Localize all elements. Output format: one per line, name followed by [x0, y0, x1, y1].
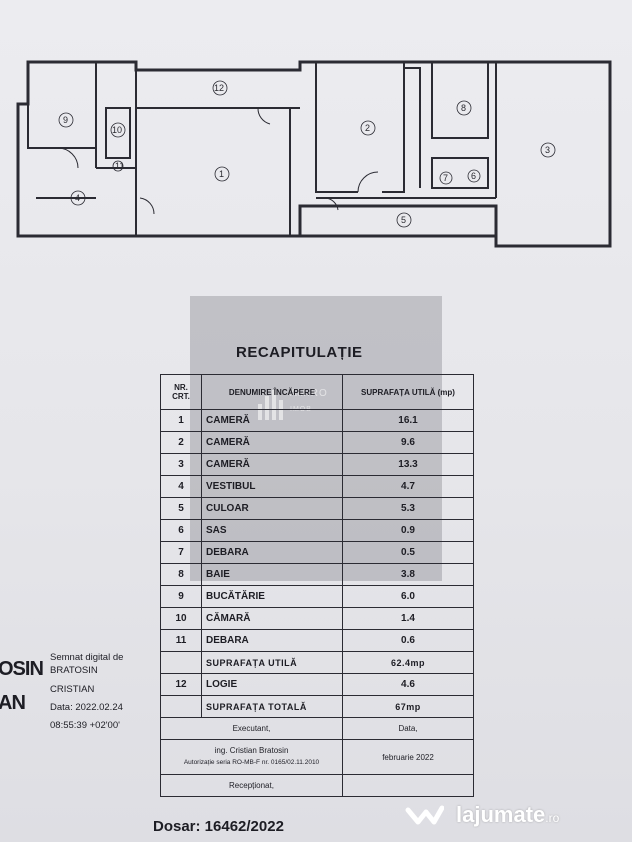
floor-plan-drawing: 9 10 11 4 12 1 2 8 7 6 3 5 [16, 60, 612, 248]
table-row: 4 VESTIBUL 4.7 [160, 475, 474, 498]
lajumate-logo-icon [405, 805, 444, 825]
table-row: 5 CULOAR 5.3 [160, 497, 474, 520]
room-marker-1: 1 [219, 169, 224, 179]
total-row: SUPRAFAȚA TOTALĂ 67mp [160, 695, 474, 718]
room-marker-3: 3 [545, 145, 550, 155]
room-marker-11: 11 [115, 161, 124, 171]
header-name: DENUMIRE ÎNCĂPERE [201, 374, 343, 410]
authorization: Autorizație seria RO-MB-F nr. 0165/02.11… [183, 759, 320, 766]
table-row: 2 CAMERĂ 9.6 [160, 431, 474, 454]
signature-line-5: 08:55:39 +02'00' [50, 720, 120, 731]
total-value: 67mp [342, 695, 474, 718]
brand-name: lajumate [456, 802, 546, 827]
room-marker-12: 12 [214, 83, 224, 93]
table-row: 9 BUCĂTĂRIE 6.0 [160, 585, 474, 608]
brand-tld: .ro [545, 811, 560, 825]
room-marker-6: 6 [471, 171, 476, 181]
total-label: SUPRAFAȚA TOTALĂ [201, 695, 343, 718]
brand-text: lajumate.ro [456, 802, 559, 828]
signature-line-3: CRISTIAN [50, 684, 95, 695]
useful-total-row: SUPRAFAȚA UTILĂ 62.4mp [160, 651, 474, 674]
room-marker-9: 9 [63, 115, 68, 125]
dosar-number: Dosar: 16462/2022 [153, 818, 284, 835]
table-header-row: NR. CRT. DENUMIRE ÎNCĂPERE SUPRAFAȚA UTI… [160, 374, 474, 410]
header-area: SUPRAFAȚA UTILĂ (mp) [342, 374, 474, 410]
room-marker-7: 7 [443, 173, 448, 183]
recap-title: RECAPITULAȚIE [236, 344, 363, 361]
useful-total-value: 62.4mp [342, 651, 474, 674]
signature-big-bottom: AN [0, 692, 26, 714]
signature-line-2: BRATOSIN [50, 665, 98, 676]
table-row: 11 DEBARA 0.6 [160, 629, 474, 652]
executant-row: Executant, Data, [160, 717, 474, 740]
header-nr: NR. CRT. [160, 374, 202, 410]
executant-label: Executant, [160, 717, 343, 740]
recap-table: NR. CRT. DENUMIRE ÎNCĂPERE SUPRAFAȚA UTI… [160, 374, 474, 797]
table-row: 8 BAIE 3.8 [160, 563, 474, 586]
room-marker-4: 4 [75, 193, 80, 203]
signature-line-4: Data: 2022.02.24 [50, 702, 123, 713]
room-marker-5: 5 [401, 215, 406, 225]
signature-big-top: OSIN [0, 658, 44, 680]
table-row: 6 SAS 0.9 [160, 519, 474, 542]
useful-total-label: SUPRAFAȚA UTILĂ [201, 651, 343, 674]
room-marker-8: 8 [461, 103, 466, 113]
signature-line-1: Semnat digital de [50, 652, 124, 663]
date-value: februarie 2022 [342, 739, 474, 775]
engineer-row: ing. Cristian Bratosin Autorizație seria… [160, 739, 474, 775]
table-row: 1 CAMERĂ 16.1 [160, 409, 474, 432]
receptionat-row: Recepționat, [160, 774, 474, 797]
floor-plan: 9 10 11 4 12 1 2 8 7 6 3 5 [0, 48, 632, 258]
room-marker-10: 10 [112, 125, 122, 135]
lajumate-watermark: lajumate.ro [404, 798, 614, 834]
table-row: 10 CĂMARĂ 1.4 [160, 607, 474, 630]
data-label: Data, [342, 717, 474, 740]
room-marker-2: 2 [365, 123, 370, 133]
digital-signature: OSIN AN Semnat digital de BRATOSIN CRIST… [0, 640, 160, 740]
receptionat-label: Recepționat, [160, 774, 343, 797]
logie-row: 12 LOGIE 4.6 [160, 673, 474, 696]
engineer-name: ing. Cristian Bratosin [214, 746, 289, 755]
table-row: 3 CAMERĂ 13.3 [160, 453, 474, 476]
table-row: 7 DEBARA 0.5 [160, 541, 474, 564]
